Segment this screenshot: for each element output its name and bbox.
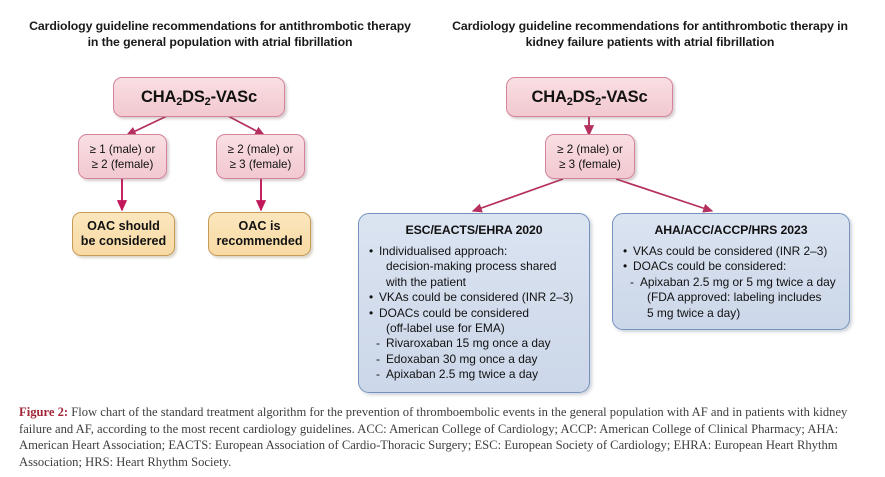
- list-item: Apixaban 2.5 mg twice a day: [369, 367, 581, 383]
- list-item: VKAs could be considered (INR 2–3): [369, 290, 581, 306]
- arrow-right-crit-to-esc: [471, 178, 564, 213]
- guideline-list-aha: VKAs could be considered (INR 2–3) DOACs…: [613, 244, 849, 329]
- list-item: Rivaroxaban 15 mg once a day: [369, 336, 581, 352]
- left-outcome-node-1: OAC should be considered: [72, 212, 175, 256]
- list-item: with the patient: [386, 274, 466, 289]
- right-cha2ds2vasc-node: CHA2DS2-VASc: [506, 77, 673, 117]
- list-item: VKAs could be considered (INR 2–3): [623, 244, 841, 260]
- arrow-left-root-to-crit1: [125, 115, 168, 136]
- figure-caption-label: Figure 2:: [19, 405, 69, 419]
- list-item: decision-making process shared: [386, 259, 557, 274]
- figure-caption-text: Flow chart of the standard treatment alg…: [19, 405, 848, 470]
- left-root-label: CHA2DS2-VASc: [141, 87, 257, 109]
- list-item: 5 mg twice a day): [647, 305, 741, 320]
- figure-caption: Figure 2: Flow chart of the standard tre…: [19, 404, 871, 471]
- left-cha2ds2vasc-node: CHA2DS2-VASc: [113, 77, 285, 117]
- list-item: (FDA approved: labeling includes: [647, 290, 822, 305]
- guideline-heading-esc: ESC/EACTS/EHRA 2020: [405, 223, 543, 237]
- left-criteria-node-1: ≥ 1 (male) or ≥ 2 (female): [78, 134, 167, 179]
- left-outcome-node-2: OAC is recommended: [208, 212, 311, 256]
- arrow-right-crit-to-aha: [615, 178, 714, 213]
- right-criteria-node-1: ≥ 2 (male) or ≥ 3 (female): [545, 134, 635, 179]
- right-panel-title: Cardiology guideline recommendations for…: [452, 19, 848, 49]
- guideline-list-esc: Individualised approach: decision-making…: [359, 244, 589, 391]
- list-item: (off-label use for EMA): [386, 321, 505, 336]
- list-item: Edoxaban 30 mg once a day: [369, 352, 581, 368]
- list-item: DOACs could be considered: [369, 306, 581, 322]
- guideline-heading-aha: AHA/ACC/ACCP/HRS 2023: [654, 223, 808, 237]
- guideline-box-esc: ESC/EACTS/EHRA 2020 Individualised appro…: [358, 213, 590, 393]
- list-item: DOACs could be considered:: [623, 259, 841, 275]
- left-panel-title: Cardiology guideline recommendations for…: [29, 19, 411, 49]
- guideline-box-aha: AHA/ACC/ACCP/HRS 2023 VKAs could be cons…: [612, 213, 850, 330]
- arrow-left-root-to-crit2: [227, 115, 266, 136]
- left-criteria-node-2: ≥ 2 (male) or ≥ 3 (female): [216, 134, 305, 179]
- right-root-label: CHA2DS2-VASc: [531, 87, 648, 109]
- list-item: Individualised approach:: [369, 244, 581, 260]
- list-item: Apixaban 2.5 mg or 5 mg twice a day: [623, 275, 841, 291]
